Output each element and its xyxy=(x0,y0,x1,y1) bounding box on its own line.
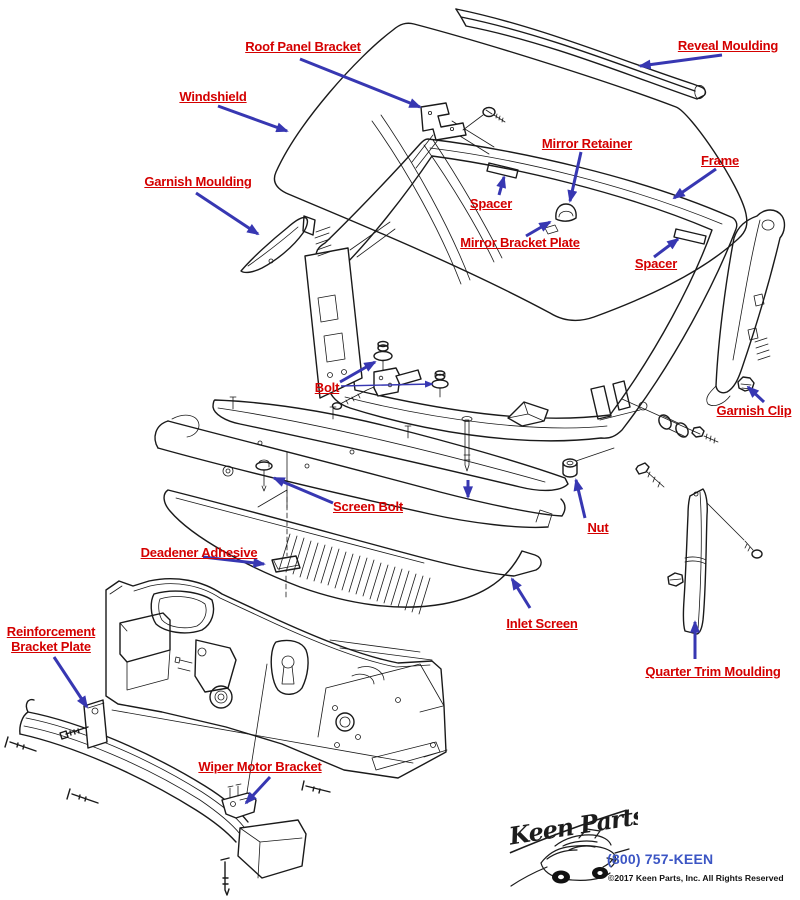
label-spacer-lower[interactable]: Spacer xyxy=(634,256,678,271)
dash-panel-part xyxy=(105,578,448,779)
deadener-adhesive-part xyxy=(271,555,301,573)
fastener-cluster-part xyxy=(621,398,719,488)
arrow-garnish-moulding xyxy=(195,191,260,236)
bolt-parts xyxy=(331,340,449,410)
label-inlet-screen[interactable]: Inlet Screen xyxy=(506,616,578,631)
arrow-nut xyxy=(573,478,587,519)
mirror-retainer-part xyxy=(544,203,577,235)
arrow-reinforcement-bracket-plate xyxy=(52,656,89,709)
nut-part xyxy=(562,447,615,478)
push-pin-bolts xyxy=(4,736,331,896)
screen-bolt-part xyxy=(255,416,473,492)
arrow-screen-bolt xyxy=(272,476,334,505)
label-deadener-adhesive[interactable]: Deadener Adhesive xyxy=(140,545,258,560)
leader-arrows xyxy=(52,53,766,805)
frame-part xyxy=(304,138,738,442)
label-frame[interactable]: Frame xyxy=(700,153,740,168)
arrow-reveal-moulding xyxy=(638,53,723,70)
label-garnish-moulding[interactable]: Garnish Moulding xyxy=(144,174,252,189)
footer-copyright: ©2017 Keen Parts, Inc. All Rights Reserv… xyxy=(608,873,784,883)
label-bolt[interactable]: Bolt xyxy=(314,380,340,395)
label-wiper-motor-bracket[interactable]: Wiper Motor Bracket xyxy=(198,759,322,774)
arrow-windshield xyxy=(217,104,289,133)
label-reinforcement-bracket-plate[interactable]: Reinforcement Bracket Plate xyxy=(6,624,96,655)
wiper-motor-bracket-part xyxy=(221,783,257,819)
spacer-parts xyxy=(486,162,707,245)
logo-car-sketch xyxy=(510,828,630,887)
label-garnish-clip[interactable]: Garnish Clip xyxy=(716,403,792,418)
label-windshield[interactable]: Windshield xyxy=(179,89,247,104)
cowl-upper-panel-part xyxy=(212,396,569,492)
arrow-bolt-2 xyxy=(340,380,434,388)
label-reinforcement-bracket-plate-line2: Bracket Plate xyxy=(11,639,91,655)
hairlines xyxy=(111,496,745,800)
side-pillar-part xyxy=(706,209,786,406)
label-spacer-upper[interactable]: Spacer xyxy=(469,196,513,211)
reveal-moulding-part xyxy=(455,8,707,100)
label-roof-panel-bracket[interactable]: Roof Panel Bracket xyxy=(245,39,361,54)
arrow-spacer-upper xyxy=(496,175,506,196)
arrow-garnish-clip xyxy=(746,385,766,404)
arrow-spacer-lower xyxy=(653,237,680,259)
label-quarter-trim-moulding[interactable]: Quarter Trim Moulding xyxy=(645,664,781,679)
label-mirror-bracket-plate[interactable]: Mirror Bracket Plate xyxy=(460,235,580,250)
label-reinforcement-bracket-plate-line1: Reinforcement xyxy=(6,624,96,639)
label-reveal-moulding[interactable]: Reveal Moulding xyxy=(677,38,779,53)
quarter-trim-moulding-part xyxy=(667,488,763,635)
label-screen-bolt[interactable]: Screen Bolt xyxy=(332,499,404,514)
arrow-bolt-1 xyxy=(339,360,377,384)
roof-panel-bracket-part xyxy=(411,102,506,169)
label-mirror-retainer[interactable]: Mirror Retainer xyxy=(541,136,633,151)
reinforcement-bracket-plate-part xyxy=(59,699,108,749)
garnish-moulding-part xyxy=(240,215,316,274)
keen-parts-logo: Keen Parts xyxy=(506,800,638,887)
arrow-roof-panel-bracket xyxy=(299,57,422,109)
arrow-mirror-bracket-plate xyxy=(525,220,552,238)
footer-phone-number[interactable]: (800) 757-KEEN xyxy=(607,851,714,867)
label-nut[interactable]: Nut xyxy=(587,520,609,535)
arrow-frame xyxy=(672,167,717,200)
arrow-wiper-motor-bracket xyxy=(244,775,272,805)
arrow-mirror-retainer xyxy=(567,151,583,203)
arrow-inlet-screen xyxy=(510,577,532,609)
cowl-lower-panel-part xyxy=(154,401,566,599)
arrow-deadener-adhesive xyxy=(202,555,266,568)
reinforcement-bar-part xyxy=(19,698,307,879)
inlet-screen-part xyxy=(163,489,542,615)
